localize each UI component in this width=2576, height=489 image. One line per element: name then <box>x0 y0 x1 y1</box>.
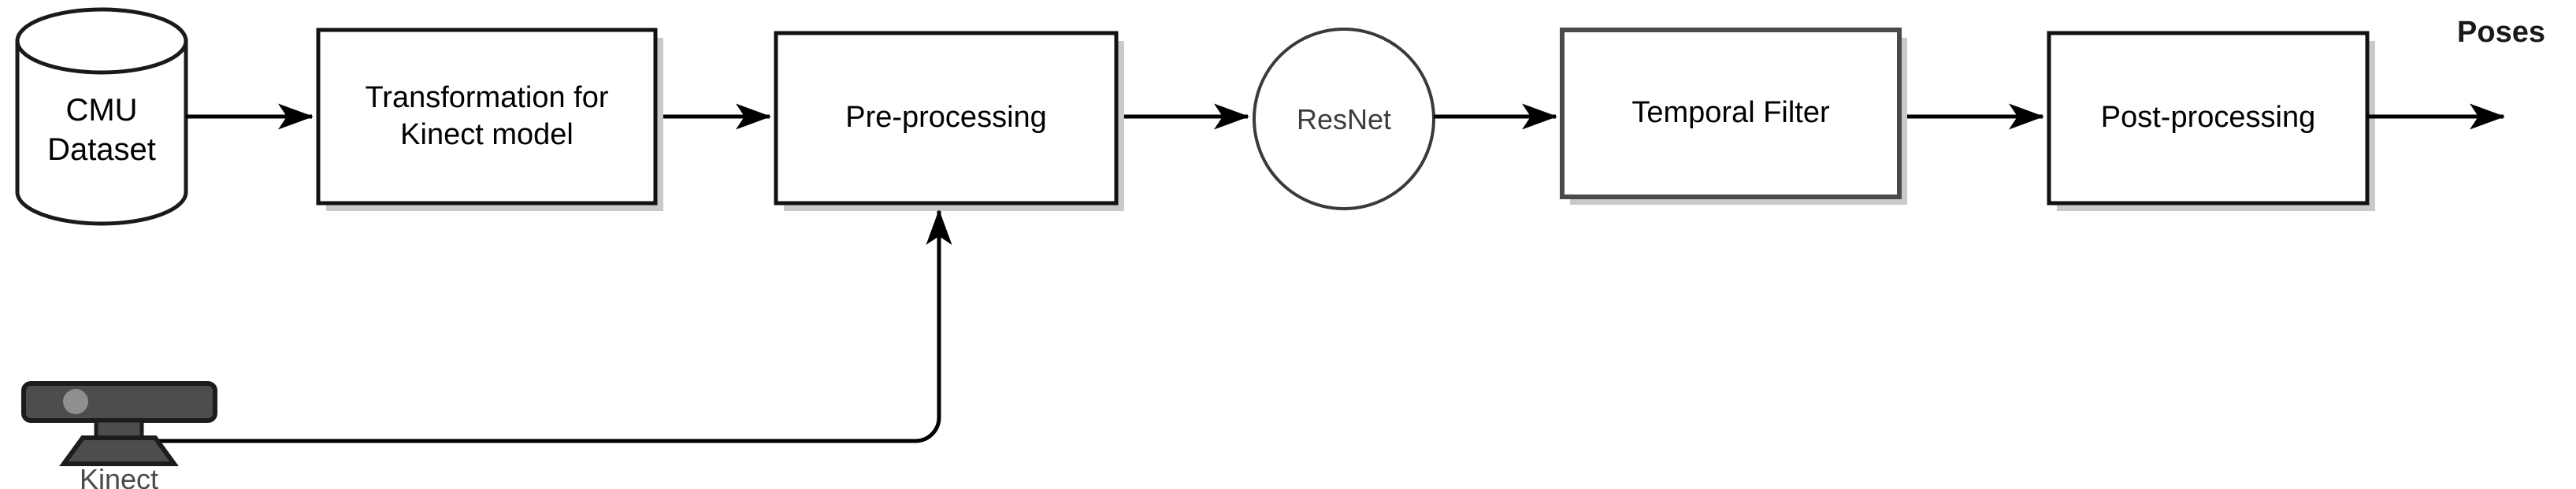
edge-kinect-to-preprocessing[interactable] <box>120 209 952 443</box>
node-transformation[interactable] <box>316 28 658 206</box>
node-post-processing[interactable] <box>2047 31 2370 206</box>
node-resnet[interactable] <box>1253 28 1435 210</box>
cylinder-body <box>15 39 188 226</box>
kinect-icon[interactable] <box>21 381 217 466</box>
kinect-bar <box>21 381 217 423</box>
cylinder-top <box>15 7 188 75</box>
node-temporal-filter[interactable] <box>1560 28 1902 199</box>
kinect-base <box>59 435 179 466</box>
node-pre-processing[interactable] <box>774 31 1119 206</box>
kinect-neck <box>94 418 144 440</box>
node-cmu-dataset[interactable] <box>15 7 188 226</box>
edge-layer <box>120 103 2505 443</box>
kinect-sensor-icon <box>63 389 88 414</box>
